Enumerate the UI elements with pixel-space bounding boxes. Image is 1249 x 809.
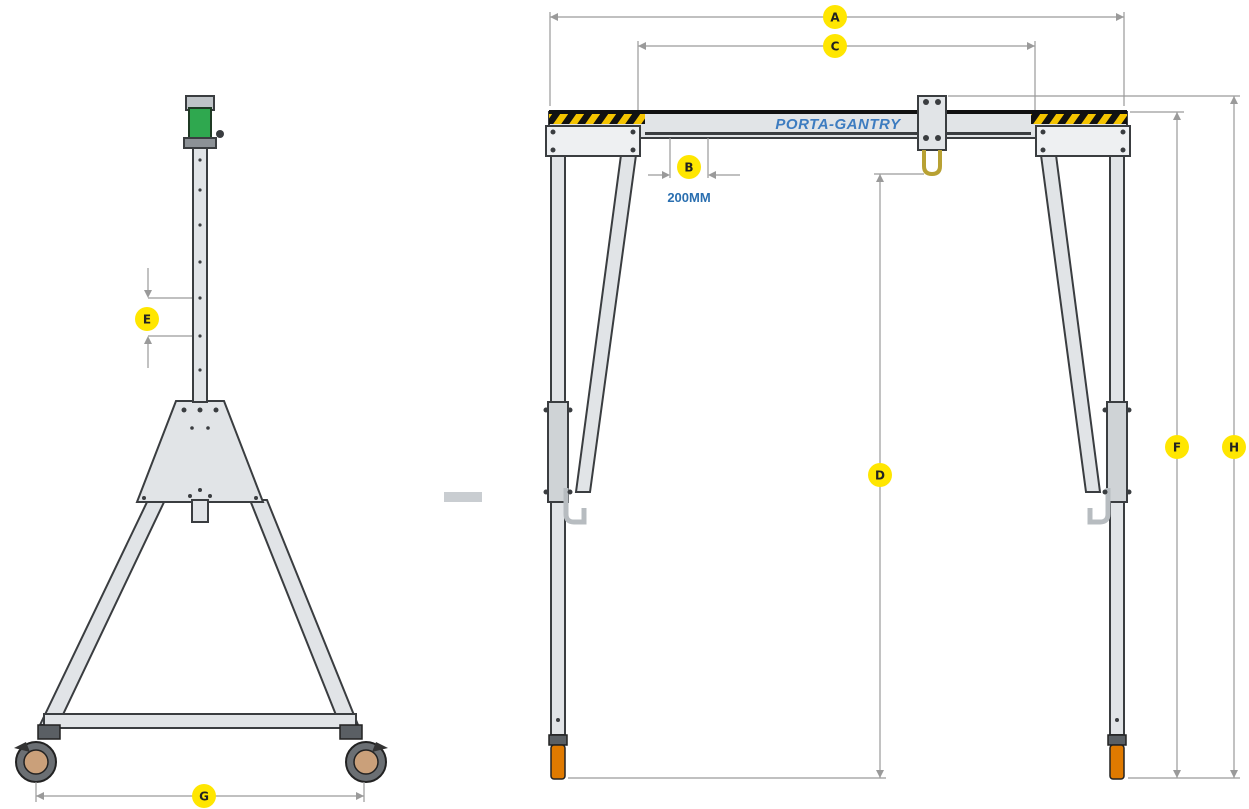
castor-wheel-icon <box>548 734 568 780</box>
side-top-plate <box>135 400 265 503</box>
dimension-h <box>948 95 1240 779</box>
side-plate-bolts <box>142 407 258 500</box>
side-mast-stub <box>191 499 209 523</box>
svg-text:B: B <box>684 161 693 175</box>
dimension-b <box>648 138 740 179</box>
badge-h: H <box>1222 435 1246 459</box>
badge-c: C <box>823 34 847 58</box>
height-clamp-icon <box>183 95 224 149</box>
badge-f: F <box>1165 435 1189 459</box>
badge-g: G <box>192 784 216 808</box>
badge-d: D <box>868 463 892 487</box>
front-right-brace <box>1039 154 1102 493</box>
svg-text:E: E <box>143 313 151 327</box>
badge-a: A <box>823 5 847 29</box>
svg-text:C: C <box>831 40 840 54</box>
svg-text:H: H <box>1229 441 1239 455</box>
front-right-brace-hook <box>1087 488 1111 525</box>
castor-wheel-icon <box>14 724 61 783</box>
front-view <box>545 111 1131 736</box>
hazard-stripe-left <box>549 114 645 124</box>
svg-text:G: G <box>199 790 209 804</box>
svg-text:A: A <box>830 11 840 25</box>
divider-mark <box>444 492 482 502</box>
front-bolts <box>543 129 1132 722</box>
svg-text:F: F <box>1173 441 1181 455</box>
side-base-bar <box>43 713 357 729</box>
trolley-shackle-icon <box>917 95 947 177</box>
side-mast <box>192 139 208 403</box>
badge-b: B <box>677 155 701 179</box>
side-left-leg <box>38 499 167 726</box>
front-right-end-plate <box>1035 125 1131 157</box>
front-left-brace <box>574 154 638 493</box>
dimension-e <box>144 268 192 368</box>
badge-e: E <box>135 307 159 331</box>
svg-text:D: D <box>875 469 885 483</box>
side-mast-holes <box>198 158 202 372</box>
hazard-stripe-right <box>1031 114 1127 124</box>
front-left-brace-hook <box>563 488 587 525</box>
front-left-end-plate <box>545 125 641 157</box>
brand-logo: PORTA-GANTRY <box>775 116 902 133</box>
side-right-leg <box>248 499 360 726</box>
castor-wheel-icon <box>339 724 388 783</box>
side-view <box>38 139 360 729</box>
castor-wheel-icon <box>1107 734 1127 780</box>
annotation-b-value: 200MM <box>667 190 710 205</box>
